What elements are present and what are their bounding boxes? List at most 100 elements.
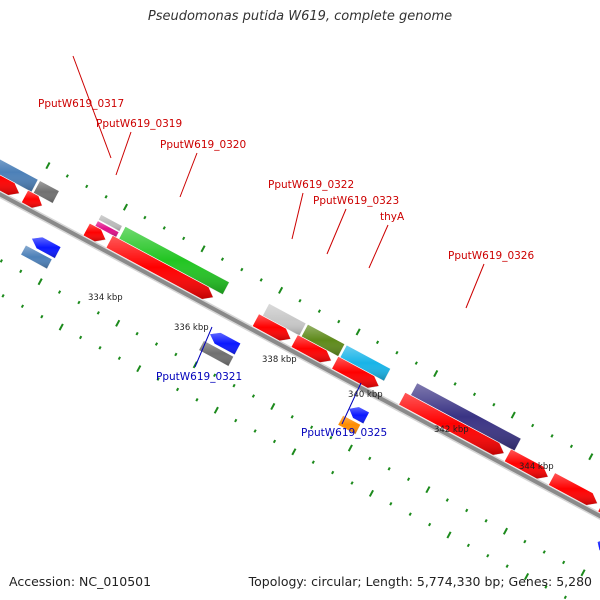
inner-tick xyxy=(0,259,3,263)
inner-tick xyxy=(96,311,100,315)
inner-tick xyxy=(37,278,43,286)
outer-tick xyxy=(550,434,554,438)
outer-tick xyxy=(510,411,516,419)
inner-tick xyxy=(544,585,548,589)
cds-arrow-fwd[interactable] xyxy=(503,448,549,480)
scale-label-340: 340 kbp xyxy=(348,390,383,400)
inner-tick xyxy=(20,304,25,309)
outer-tick xyxy=(122,203,129,211)
outer-tick xyxy=(588,453,594,461)
outer-tick xyxy=(531,423,535,428)
outer-tick xyxy=(200,245,206,253)
inner-tick xyxy=(389,501,393,506)
outer-tick xyxy=(298,298,302,303)
outer-tick xyxy=(278,286,284,294)
inner-tick xyxy=(425,486,431,494)
outer-tick xyxy=(162,226,166,230)
cds-arrow-fwd[interactable] xyxy=(547,472,598,506)
inner-tick xyxy=(1,294,5,298)
gene-label-0321-leader xyxy=(194,326,213,368)
inner-tick xyxy=(580,569,586,577)
inner-tick xyxy=(136,365,142,373)
inner-tick xyxy=(272,439,277,444)
outer-tick xyxy=(395,350,399,355)
genome-stats-text: Topology: circular; Length: 5,774,330 bp… xyxy=(248,574,592,589)
genome-title: Pseudomonas putida W619, complete genome xyxy=(147,9,453,24)
inner-tick xyxy=(19,269,23,274)
gene-label-0319[interactable]: PputW619_0319 xyxy=(96,118,182,130)
cds-arrow-fwd[interactable] xyxy=(251,313,292,342)
inner-tick xyxy=(408,512,412,516)
genome-backbone xyxy=(0,192,600,519)
inner-tick xyxy=(368,489,374,497)
gene-label-0317[interactable]: PputW619_0317 xyxy=(38,98,124,110)
inner-tick xyxy=(77,300,81,305)
inner-tick xyxy=(156,377,160,381)
inner-tick xyxy=(466,543,470,548)
gene-label-0323-leader xyxy=(326,208,347,255)
outer-tick xyxy=(65,174,69,178)
inner-tick xyxy=(290,415,294,419)
cds-arrow-fwd[interactable] xyxy=(597,499,600,526)
cds-arrow-fwd[interactable] xyxy=(20,189,43,209)
outer-tick xyxy=(317,309,321,313)
inner-tick xyxy=(234,418,238,423)
outer-tick xyxy=(433,369,439,378)
inner-tick xyxy=(523,539,527,544)
inner-tick xyxy=(368,456,372,461)
inner-tick xyxy=(446,531,452,539)
gene-box-thya[interactable] xyxy=(339,344,392,382)
inner-tick xyxy=(117,356,121,361)
outer-tick xyxy=(259,278,263,282)
gene-label-0325-leader xyxy=(341,382,362,425)
gene-label-0323[interactable]: PputW619_0323 xyxy=(313,195,399,207)
gene-label-0320-leader xyxy=(179,152,198,198)
outer-tick xyxy=(569,444,574,449)
inner-tick xyxy=(406,477,411,482)
inner-tick xyxy=(79,335,83,340)
inner-tick xyxy=(57,290,62,294)
cds-arrow-rev[interactable] xyxy=(209,332,242,356)
scale-label-338: 338 kbp xyxy=(262,355,297,365)
gene-label-0317-leader xyxy=(72,55,112,159)
inner-tick xyxy=(232,383,236,388)
cds-arrow-fwd[interactable] xyxy=(398,391,505,456)
cds-arrow-rev[interactable] xyxy=(596,539,600,554)
gene-label-0321[interactable]: PputW619_0321 xyxy=(156,371,242,383)
outer-tick xyxy=(453,382,457,386)
cds-arrow-fwd[interactable] xyxy=(331,355,380,389)
scale-label-336: 336 kbp xyxy=(174,323,209,333)
gene-label-0326[interactable]: PputW619_0326 xyxy=(448,250,534,262)
cds-arrow-fwd[interactable] xyxy=(0,160,20,196)
gene-box-0317[interactable] xyxy=(32,180,60,204)
gene-label-thya[interactable]: thyA xyxy=(380,211,405,223)
inner-tick xyxy=(484,519,488,523)
cds-arrow-fwd[interactable] xyxy=(105,234,214,300)
gene-label-0322[interactable]: PputW619_0322 xyxy=(268,179,354,191)
inner-tick xyxy=(291,448,297,456)
inner-tick xyxy=(40,314,44,319)
gene-label-0325[interactable]: PputW619_0325 xyxy=(301,427,387,439)
outer-tick xyxy=(45,162,51,170)
inner-tick xyxy=(486,553,490,558)
outer-tick xyxy=(85,184,89,189)
inner-tick xyxy=(329,435,333,440)
inner-tick xyxy=(270,402,276,411)
outer-tick xyxy=(355,328,361,336)
inner-tick xyxy=(542,550,546,554)
inner-tick xyxy=(154,342,159,346)
cds-arrow-rev[interactable] xyxy=(31,236,62,259)
gene-box-rev-0318[interactable] xyxy=(20,244,53,270)
inner-tick xyxy=(115,319,121,327)
cds-arrow-fwd[interactable] xyxy=(82,222,107,243)
gene-label-0320[interactable]: PputW619_0320 xyxy=(160,139,246,151)
gene-box-0321[interactable] xyxy=(198,340,235,367)
cds-arrow-fwd[interactable] xyxy=(290,334,332,363)
gene-box-0320[interactable] xyxy=(118,225,230,295)
cds-arrow-rev[interactable] xyxy=(348,406,370,425)
inner-tick xyxy=(347,444,353,452)
inner-tick xyxy=(309,425,314,430)
outer-tick xyxy=(492,402,496,407)
inner-tick xyxy=(465,508,469,513)
gene-box-0319a[interactable] xyxy=(97,214,123,232)
